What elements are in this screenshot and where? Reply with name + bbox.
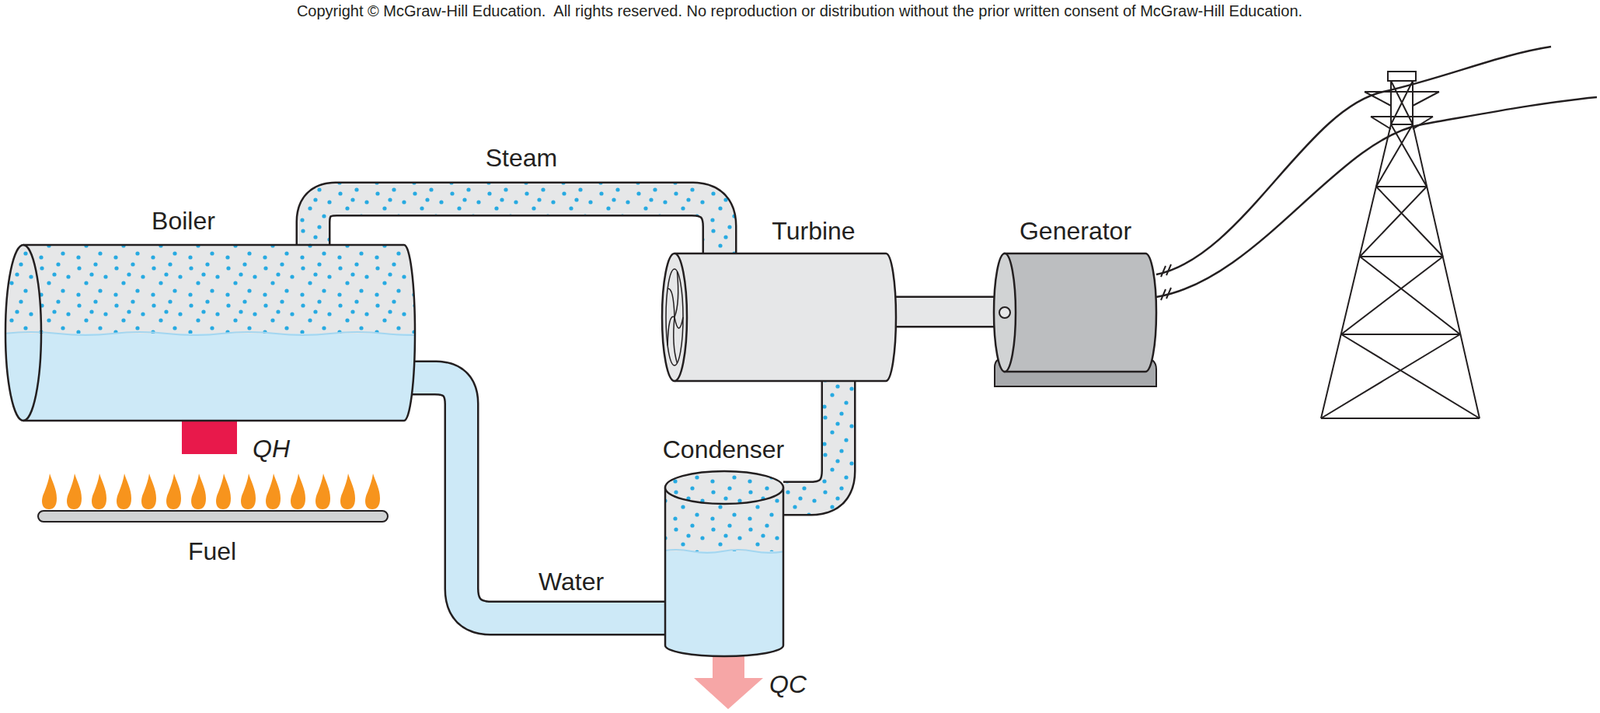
tower-cross-bracing (1321, 124, 1480, 419)
generator-face (993, 253, 1016, 372)
condenser-tank: Condenser (651, 432, 799, 658)
steam-turbine: Turbine (662, 216, 896, 381)
pipe-wall (783, 380, 839, 499)
heat-in-label: QH (252, 434, 290, 464)
turbine-blade (667, 316, 675, 346)
electric-generator: Generator (989, 216, 1157, 387)
burner-flames (41, 473, 380, 509)
pipe-label: Steam (485, 143, 558, 173)
condenser-tank-shape (651, 432, 799, 658)
water-surface (3, 331, 440, 335)
pipe-interior (783, 380, 839, 499)
boiler-contents (0, 233, 440, 427)
exhaust-pipe (783, 380, 839, 499)
turbine-blade (674, 317, 684, 328)
steam-space (0, 233, 424, 334)
component-label: Boiler (151, 206, 216, 236)
water-pipe (409, 377, 666, 618)
pipe-wall (409, 377, 666, 618)
power-line (1156, 97, 1597, 297)
boiler-water (0, 333, 424, 427)
water-surface (660, 549, 785, 553)
boiler-tank-shape (5, 203, 414, 421)
turbine-outline (674, 253, 896, 381)
boiler-end (5, 244, 42, 421)
condensate-water (660, 550, 789, 660)
burner-bar (38, 510, 388, 522)
component-label: Condenser (662, 435, 785, 464)
turbine-blade (673, 317, 678, 363)
generator-body (1004, 253, 1157, 372)
steam-space (660, 466, 789, 551)
boiler-tank: Boiler (5, 203, 414, 421)
component-label: Generator (1019, 216, 1132, 246)
drive-shaft (895, 311, 1005, 313)
pipe-label: Water (538, 567, 604, 597)
turbine-body (674, 253, 896, 381)
heat-out-label: QC (769, 669, 807, 699)
tower-levels (1321, 124, 1480, 419)
pipe-interior (409, 377, 666, 618)
pipe-interior (895, 297, 1005, 326)
turbine-blade (674, 271, 679, 318)
condenser-top (665, 470, 784, 504)
condenser-contents (660, 466, 789, 660)
component-label: Turbine (771, 216, 855, 246)
wire-break-mark (1160, 264, 1172, 300)
tower-cap (1387, 71, 1416, 81)
pipe-wall (895, 296, 1005, 328)
boiler-outline (23, 244, 415, 421)
copyright-notice: Copyright © McGraw-Hill Education. All r… (296, 2, 1303, 21)
generator-hub (999, 306, 1011, 318)
transmission-tower (1321, 71, 1480, 419)
fuel-label: Fuel (188, 536, 237, 566)
condenser-outline (665, 487, 784, 656)
turbine-face (662, 253, 687, 381)
turbine-rotor (665, 268, 684, 366)
turbine-blade (667, 288, 675, 318)
